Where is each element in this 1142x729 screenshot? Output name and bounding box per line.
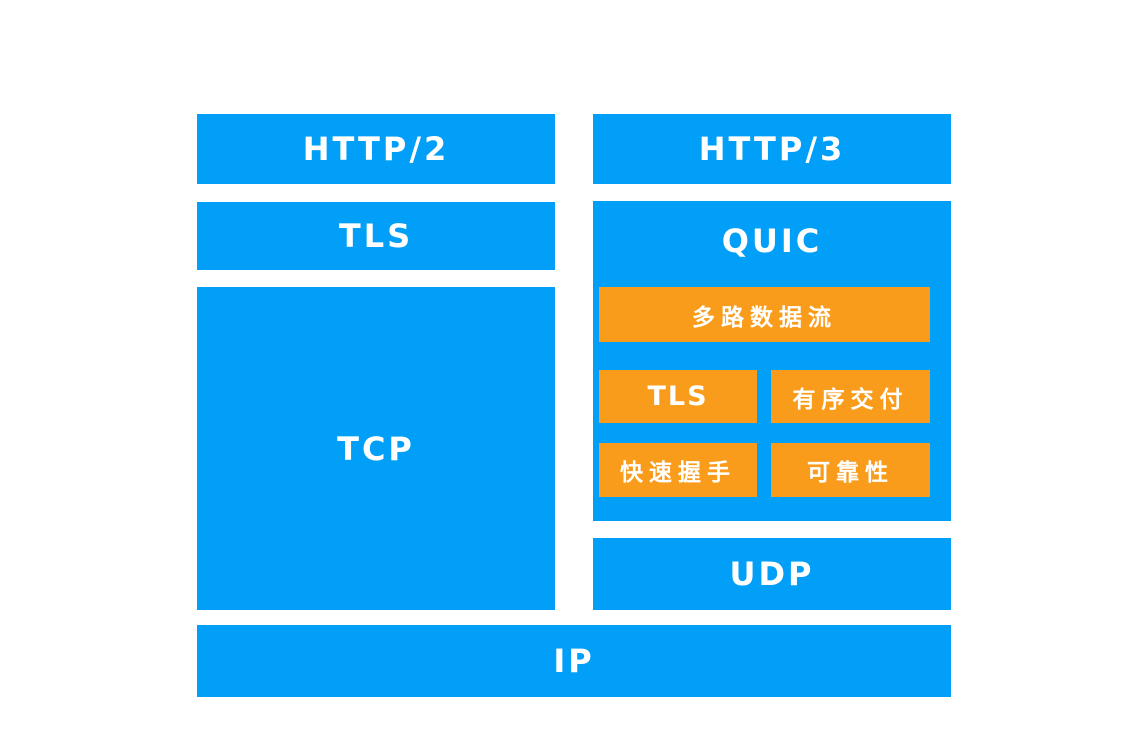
quic-feature-fast-handshake: 快速握手 xyxy=(599,443,757,497)
quic-label: QUIC xyxy=(721,222,823,260)
quic-feature-reliability: 可靠性 xyxy=(771,443,930,497)
udp-box: UDP xyxy=(593,538,951,610)
quic-feature-tls: TLS xyxy=(599,370,757,423)
tls-box: TLS xyxy=(197,202,555,270)
ip-box: IP xyxy=(197,625,951,697)
tcp-box: TCP xyxy=(197,287,555,610)
http3-box: HTTP/3 xyxy=(593,114,951,184)
http2-box: HTTP/2 xyxy=(197,114,555,184)
quic-box: QUIC 多路数据流 TLS 有序交付 快速握手 可靠性 xyxy=(593,201,951,521)
quic-feature-multiplexed-streams: 多路数据流 xyxy=(599,287,930,342)
quic-feature-ordered-delivery: 有序交付 xyxy=(771,370,930,423)
